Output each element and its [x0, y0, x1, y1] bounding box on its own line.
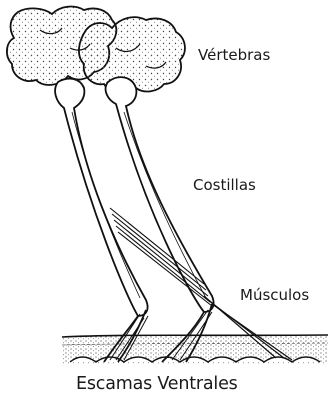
- label-musculos: Músculos: [240, 286, 309, 304]
- rib-back: [55, 79, 147, 316]
- label-escamas-ventrales: Escamas Ventrales: [76, 374, 238, 394]
- label-vertebras: Vértebras: [198, 46, 270, 64]
- label-costillas: Costillas: [193, 176, 256, 194]
